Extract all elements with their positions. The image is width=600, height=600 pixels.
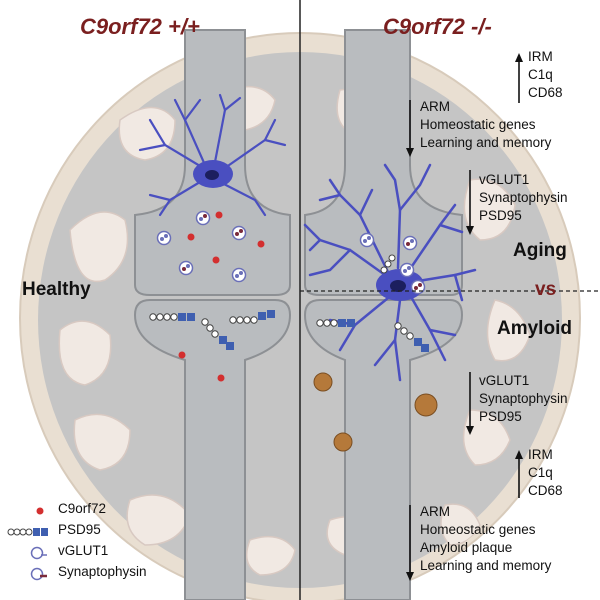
legend-label: Synaptophysin <box>58 564 147 579</box>
left-postsynaptic-terminal <box>133 299 292 600</box>
vesicle <box>402 235 418 251</box>
c9orf72-dot <box>187 233 195 241</box>
vesicle <box>156 230 172 246</box>
title-wildtype: C9orf72 +/+ <box>80 14 200 39</box>
legend-label: C9orf72 <box>58 501 107 516</box>
aging-label: Aging <box>513 240 567 261</box>
legend-symbols <box>7 507 48 581</box>
legend-label: vGLUT1 <box>58 543 109 558</box>
amyloid-plaque <box>313 372 333 392</box>
amyloid-plaque <box>333 432 353 452</box>
psd95-chain <box>380 254 396 274</box>
aging-down-list: ARM Homeostatic genes Learning and memor… <box>420 98 551 152</box>
vesicle <box>359 232 375 248</box>
amyloid-up-item: CD68 <box>528 483 563 498</box>
title-knockout: C9orf72 -/- <box>383 14 492 39</box>
vesicle <box>399 262 415 278</box>
aging-up-item: C1q <box>528 67 553 82</box>
psd95-chain <box>394 322 429 352</box>
amyloid-synaptic-item: PSD95 <box>479 409 522 424</box>
right-postsynaptic-terminal <box>303 299 464 600</box>
amyloid-synaptic-list: vGLUT1 Synaptophysin PSD95 <box>479 372 568 426</box>
left-microglia-nucleus <box>205 170 219 180</box>
amyloid-down-item: ARM <box>420 504 450 519</box>
psd95-chain <box>201 318 234 350</box>
aging-down-item: Learning and memory <box>420 135 552 150</box>
aging-down-item: ARM <box>420 99 450 114</box>
legend-psd95-symbol <box>7 528 48 536</box>
right-presynaptic-terminal <box>304 29 463 296</box>
aging-synaptic-item: Synaptophysin <box>479 190 568 205</box>
aging-down-item: Homeostatic genes <box>420 117 536 132</box>
amyloid-up-item: C1q <box>528 465 553 480</box>
amyloid-down-list: ARM Homeostatic genes Amyloid plaque Lea… <box>420 503 551 575</box>
aging-synaptic-item: PSD95 <box>479 208 522 223</box>
aging-up-item: IRM <box>528 49 553 64</box>
psd95-chain <box>229 310 275 324</box>
c9orf72-dot <box>212 256 220 264</box>
amyloid-down-item: Learning and memory <box>420 558 552 573</box>
aging-synaptic-item: vGLUT1 <box>479 172 530 187</box>
psd95-chain <box>316 319 355 327</box>
amyloid-synaptic-item: Synaptophysin <box>479 391 568 406</box>
aging-up-list: IRM C1q CD68 <box>528 48 563 102</box>
aging-up-item: CD68 <box>528 85 563 100</box>
left-microglia <box>138 93 287 217</box>
legend-label: PSD95 <box>58 522 101 537</box>
vesicle <box>231 267 247 283</box>
aging-synaptic-list: vGLUT1 Synaptophysin PSD95 <box>479 171 568 225</box>
amyloid-label: Amyloid <box>497 318 572 339</box>
c9orf72-dot <box>178 351 186 359</box>
c9orf72-dot <box>257 240 265 248</box>
psd95-chain <box>149 313 195 321</box>
c9orf72-dot <box>215 211 223 219</box>
healthy-label: Healthy <box>22 279 91 300</box>
amyloid-plaque <box>414 393 438 417</box>
c9orf72-dots <box>178 211 265 382</box>
right-microglia-nucleus <box>390 280 406 292</box>
amyloid-plaques <box>313 372 438 452</box>
amyloid-down-item: Amyloid plaque <box>420 540 513 555</box>
c9orf72-dot <box>217 374 225 382</box>
vesicle <box>195 210 211 226</box>
synaptic-vesicles <box>156 210 426 295</box>
legend-c9orf72-symbol <box>36 507 44 515</box>
amyloid-synaptic-item: vGLUT1 <box>479 373 530 388</box>
amyloid-up-list: IRM C1q CD68 <box>528 446 563 500</box>
vs-label: vs <box>535 279 557 300</box>
vesicle <box>410 279 426 295</box>
legend-vglut1-symbol <box>30 546 47 560</box>
legend-synaptophysin-symbol <box>30 567 47 581</box>
vesicle <box>178 260 194 276</box>
arrows <box>406 53 523 581</box>
amyloid-down-item: Homeostatic genes <box>420 522 536 537</box>
amyloid-up-item: IRM <box>528 447 553 462</box>
vesicle <box>231 225 247 241</box>
